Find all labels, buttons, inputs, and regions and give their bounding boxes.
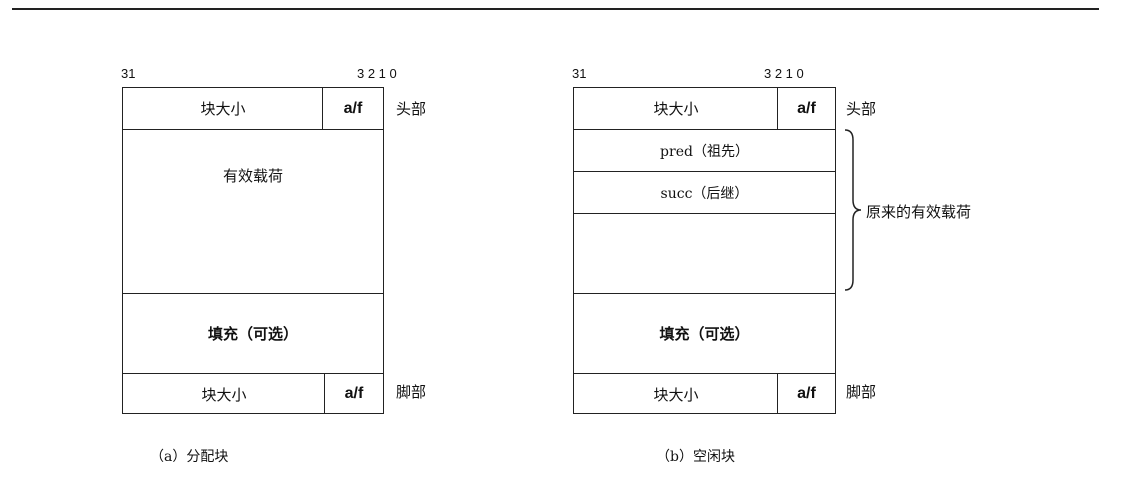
padding-region: 填充（可选）	[123, 293, 383, 373]
header-af-field: a/f	[777, 88, 835, 129]
bit-label-31: 31	[121, 66, 136, 81]
pred-pointer-field: pred（祖先）	[574, 129, 835, 171]
footer-af-field: a/f	[777, 374, 835, 414]
padding-region: 填充（可选）	[574, 293, 835, 373]
bit-label-3210: 3 2 1 0	[764, 66, 804, 81]
footer-af-field: a/f	[324, 374, 383, 414]
payload-region: 有效载荷	[123, 129, 383, 293]
footer-row: 块大小 a/f	[123, 373, 383, 414]
bit-label-3210: 3 2 1 0	[357, 66, 397, 81]
header-row: 块大小 a/f	[123, 88, 383, 129]
footer-side-label: 脚部	[396, 383, 427, 401]
page-top-rule	[12, 8, 1099, 10]
header-af-field: a/f	[322, 88, 383, 129]
footer-size-field: 块大小	[201, 385, 247, 404]
header-row: 块大小 a/f	[574, 88, 835, 129]
free-block: 块大小 a/f pred（祖先） succ（后继） 填充（可选） 块大小 a/f	[573, 87, 836, 414]
curly-brace-icon	[844, 129, 862, 291]
succ-pointer-field: succ（后继）	[574, 171, 835, 213]
header-side-label: 头部	[396, 100, 427, 118]
header-side-label: 头部	[846, 100, 877, 118]
remaining-payload-region	[574, 213, 835, 293]
footer-row: 块大小 a/f	[574, 373, 835, 414]
footer-side-label: 脚部	[846, 383, 877, 401]
caption-allocated: （a）分配块	[150, 449, 229, 465]
header-size-field: 块大小	[653, 100, 699, 118]
allocated-block: 块大小 a/f 有效载荷 填充（可选） 块大小 a/f	[122, 87, 384, 414]
header-size-field: 块大小	[200, 100, 246, 118]
bit-label-31: 31	[572, 66, 587, 81]
original-payload-label: 原来的有效载荷	[866, 203, 972, 221]
footer-size-field: 块大小	[653, 385, 699, 404]
caption-free: （b）空闲块	[656, 449, 735, 465]
